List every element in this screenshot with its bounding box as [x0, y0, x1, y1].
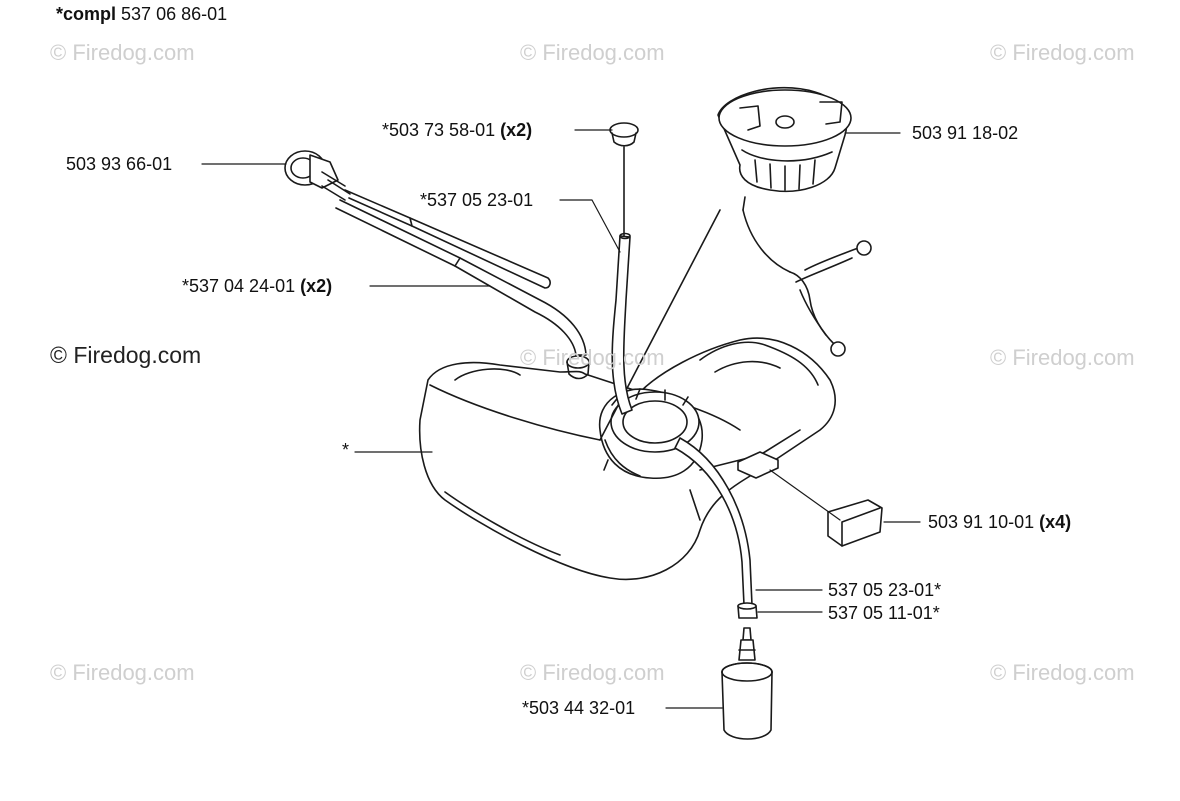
- part-label-purge-bulb[interactable]: 503 93 66-01: [66, 154, 173, 174]
- assembly-title: *compl 537 06 86-01: [56, 4, 227, 25]
- filler-neck-drawing: [598, 388, 703, 480]
- watermark: © Firedog.com: [50, 40, 195, 65]
- part-label-fuel-hose-upper[interactable]: *537 05 23-01: [420, 190, 534, 210]
- watermark: © Firedog.com: [520, 660, 665, 685]
- watermark: © Firedog.com: [990, 40, 1135, 65]
- watermark: © Firedog.com: [520, 40, 665, 65]
- fuel-hose-upper-drawing: [611, 232, 633, 415]
- watermark-dark: © Firedog.com: [50, 342, 202, 368]
- part-label-fuel-filter[interactable]: *503 44 32-01: [522, 698, 636, 718]
- watermark: © Firedog.com: [520, 345, 665, 370]
- part-label-hose-clamp[interactable]: 537 05 11-01*: [828, 603, 940, 623]
- part-label-grommet[interactable]: *503 73 58-01 (x2): [382, 120, 533, 140]
- watermark: © Firedog.com: [50, 660, 195, 685]
- tank-cap-drawing: [599, 86, 872, 441]
- assembly-title-prefix: *compl: [56, 4, 117, 24]
- leader-lines: [201, 129, 921, 709]
- part-label-fuel-tank[interactable]: *: [342, 440, 350, 460]
- assembly-number: 537 06 86-01: [121, 4, 228, 24]
- part-label-tank-cap[interactable]: 503 91 18-02: [912, 123, 1019, 143]
- fuel-filter-drawing: [721, 627, 773, 740]
- grommet-drawing: [609, 122, 639, 237]
- hose-clamp-drawing: [737, 602, 758, 619]
- watermark: © Firedog.com: [990, 660, 1135, 685]
- rubber-pad-drawing: [737, 451, 883, 547]
- purge-bulb-drawing: [284, 150, 587, 356]
- part-label-fuel-hose-lower[interactable]: 537 05 23-01*: [828, 580, 942, 600]
- part-label-rubber-pad[interactable]: 503 91 10-01 (x4): [928, 512, 1072, 532]
- watermark: © Firedog.com: [990, 345, 1135, 370]
- part-label-fuel-hose-pair[interactable]: *537 04 24-01 (x2): [182, 276, 333, 296]
